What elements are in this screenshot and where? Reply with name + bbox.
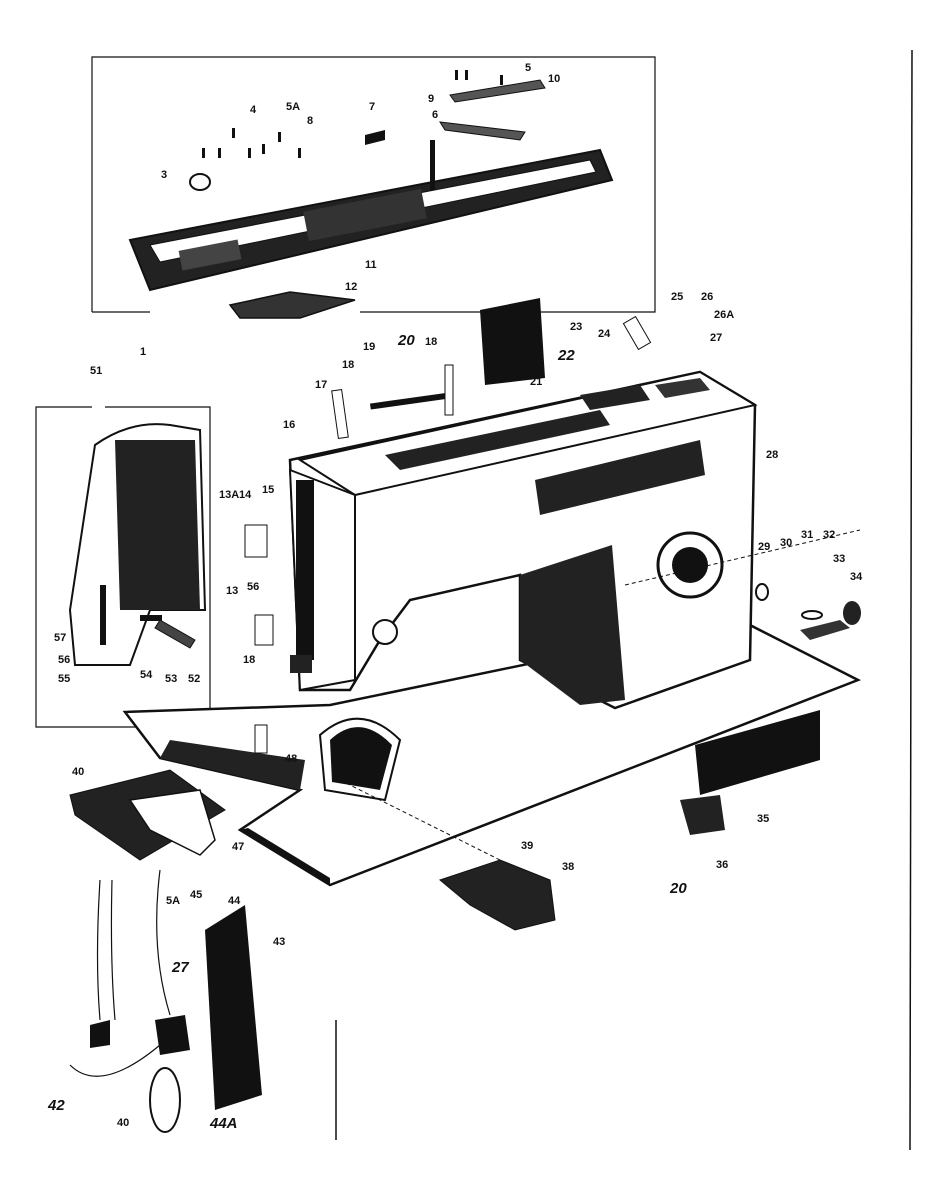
machine-head xyxy=(122,370,862,887)
label-7: 7 xyxy=(369,101,375,113)
label-44: 44 xyxy=(228,895,241,907)
label-5: 5 xyxy=(525,62,531,74)
label-8: 8 xyxy=(307,115,313,127)
motor-40 xyxy=(149,1067,181,1133)
label-40b: 40 xyxy=(117,1117,129,1129)
label-6: 6 xyxy=(432,109,438,121)
thread-cover-22 xyxy=(480,298,545,385)
label-20: 20 xyxy=(397,332,415,349)
label-10: 10 xyxy=(548,73,560,85)
label-30: 30 xyxy=(780,537,792,549)
label-27: 27 xyxy=(710,332,722,344)
label-48: 48 xyxy=(285,753,297,765)
part-labels: 1 3 4 5A 5 6 7 8 9 10 11 12 13 13A 14 15… xyxy=(47,62,863,1132)
label-55: 55 xyxy=(58,673,70,685)
label-47: 47 xyxy=(232,841,244,853)
label-18a: 18 xyxy=(342,359,354,371)
label-31: 31 xyxy=(801,529,813,541)
spindle xyxy=(430,140,435,190)
label-42: 42 xyxy=(47,1097,65,1114)
label-26a: 26A xyxy=(714,309,734,321)
label-26: 26 xyxy=(701,291,713,303)
label-39: 39 xyxy=(521,840,533,852)
label-34: 34 xyxy=(850,571,863,583)
label-3: 3 xyxy=(161,169,167,181)
label-51: 51 xyxy=(90,365,102,377)
label-20b: 20 xyxy=(669,880,687,897)
label-29: 29 xyxy=(758,541,770,553)
label-13: 13 xyxy=(226,585,238,597)
label-11: 11 xyxy=(365,259,377,271)
label-43: 43 xyxy=(273,936,285,948)
label-4: 4 xyxy=(250,104,257,116)
label-22: 22 xyxy=(557,347,575,364)
label-1: 1 xyxy=(140,346,146,358)
label-14: 14 xyxy=(239,489,252,501)
slide-plate-upper xyxy=(449,79,546,103)
label-56b: 56 xyxy=(247,581,259,593)
label-35: 35 xyxy=(757,813,769,825)
label-23: 23 xyxy=(570,321,582,333)
label-52: 52 xyxy=(188,673,200,685)
label-40: 40 xyxy=(72,766,84,778)
bobbin-cover-38 xyxy=(438,859,556,931)
face-plate-inset xyxy=(35,406,211,728)
knee-lever-36 xyxy=(680,795,725,835)
label-33: 33 xyxy=(833,553,845,565)
label-16: 16 xyxy=(283,419,295,431)
label-24: 24 xyxy=(598,328,611,340)
label-18b: 18 xyxy=(425,336,437,348)
label-17: 17 xyxy=(315,379,327,391)
label-21: 21 xyxy=(530,376,542,388)
label-54: 54 xyxy=(140,669,153,681)
label-32: 32 xyxy=(823,529,835,541)
label-12: 12 xyxy=(345,281,357,293)
label-56: 56 xyxy=(58,654,70,666)
bracket-44 xyxy=(205,905,262,1110)
label-18c: 18 xyxy=(243,654,255,666)
label-9: 9 xyxy=(428,93,434,105)
label-28: 28 xyxy=(766,449,778,461)
part-7-shape xyxy=(365,130,385,145)
label-15: 15 xyxy=(262,484,274,496)
loose-parts xyxy=(69,298,861,1133)
label-44a: 44A xyxy=(209,1115,238,1132)
label-53: 53 xyxy=(165,673,177,685)
label-36: 36 xyxy=(716,859,728,871)
bed-plate-inset xyxy=(91,56,656,319)
label-5a-top: 5A xyxy=(286,101,300,113)
label-38: 38 xyxy=(562,861,574,873)
label-27b: 27 xyxy=(171,959,189,976)
label-25: 25 xyxy=(671,291,683,303)
slide-plate-lower xyxy=(439,121,526,141)
label-19: 19 xyxy=(363,341,375,353)
cover-plate-35 xyxy=(695,710,820,795)
margin-rule xyxy=(909,49,913,1151)
needle-plate xyxy=(228,291,356,319)
label-13a: 13A xyxy=(219,489,239,501)
label-5a-low: 5A xyxy=(166,895,180,907)
screws xyxy=(202,70,503,158)
label-45: 45 xyxy=(190,889,202,901)
label-57: 57 xyxy=(54,632,66,644)
